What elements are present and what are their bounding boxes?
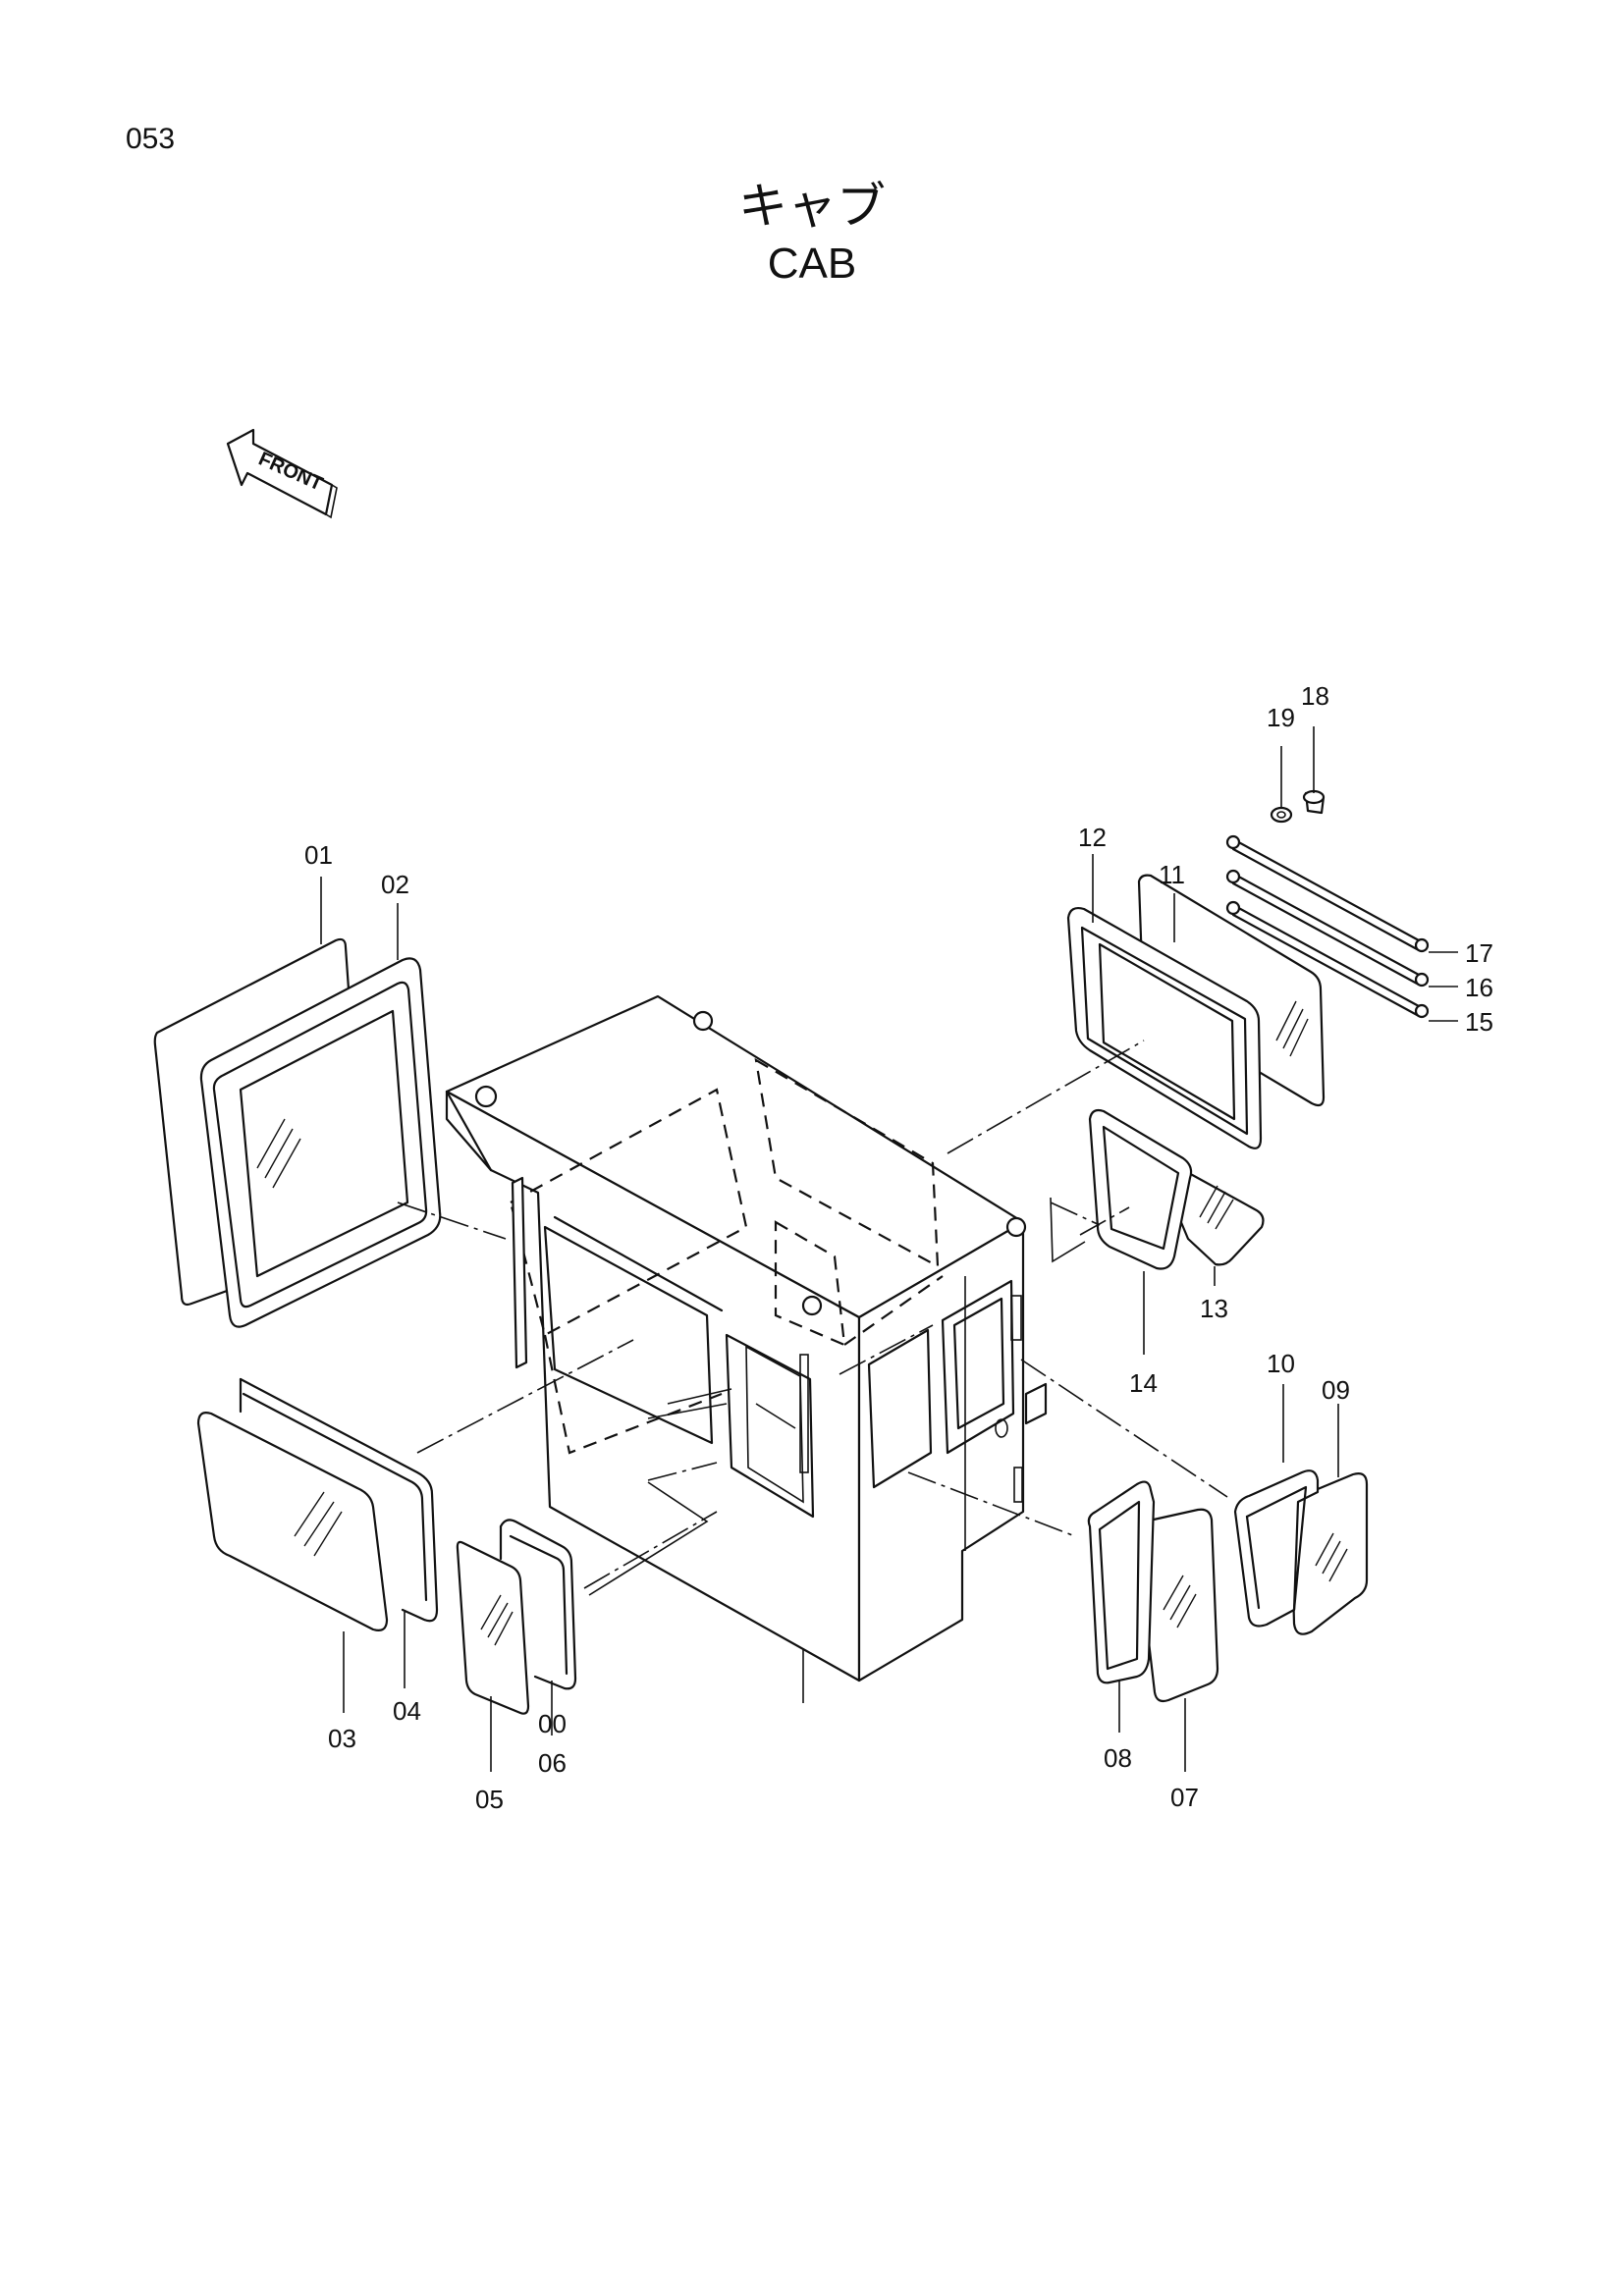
cab-body xyxy=(445,994,1048,1682)
bolt-18-washer-19 xyxy=(1270,789,1326,824)
front-arrow-icon: FRONT xyxy=(226,428,338,519)
callout-08: 08 xyxy=(1104,1743,1132,1773)
part-10-frame xyxy=(1233,1469,1320,1628)
callout-11: 11 xyxy=(1159,860,1185,889)
callout-05: 05 xyxy=(475,1785,504,1814)
callout-00: 00 xyxy=(538,1709,567,1738)
callout-13: 13 xyxy=(1200,1294,1228,1323)
callout-07: 07 xyxy=(1170,1783,1199,1812)
leader-lines xyxy=(320,726,1458,1772)
callout-01: 01 xyxy=(304,840,333,870)
callout-02: 02 xyxy=(381,870,409,899)
callout-19: 19 xyxy=(1267,703,1295,732)
title-english: CAB xyxy=(767,240,857,288)
callout-16: 16 xyxy=(1465,973,1493,1002)
rods-15-16-17 xyxy=(1225,834,1430,1019)
callout-10: 10 xyxy=(1267,1349,1295,1378)
part-12-frame xyxy=(1066,906,1263,1149)
callout-labels: 00 01 02 03 04 05 06 07 08 09 10 11 12 1… xyxy=(304,681,1493,1814)
callout-12: 12 xyxy=(1078,823,1107,852)
callout-09: 09 xyxy=(1322,1375,1350,1405)
callout-04: 04 xyxy=(393,1696,421,1726)
callout-18: 18 xyxy=(1301,681,1329,711)
callout-15: 15 xyxy=(1465,1007,1493,1037)
callout-17: 17 xyxy=(1465,938,1493,968)
part-03-glass xyxy=(196,1412,389,1631)
part-06-frame xyxy=(499,1519,577,1690)
part-14-frame xyxy=(1088,1108,1193,1270)
part-05-glass xyxy=(456,1540,530,1715)
part-08-frame xyxy=(1087,1480,1156,1684)
part-02-frame xyxy=(199,957,442,1328)
callout-14: 14 xyxy=(1129,1368,1158,1398)
callout-03: 03 xyxy=(328,1724,356,1753)
callout-06: 06 xyxy=(538,1748,567,1778)
part-04-frame xyxy=(239,1377,439,1623)
title-japanese: キャブ xyxy=(738,178,886,235)
page-number: 053 xyxy=(126,123,176,155)
